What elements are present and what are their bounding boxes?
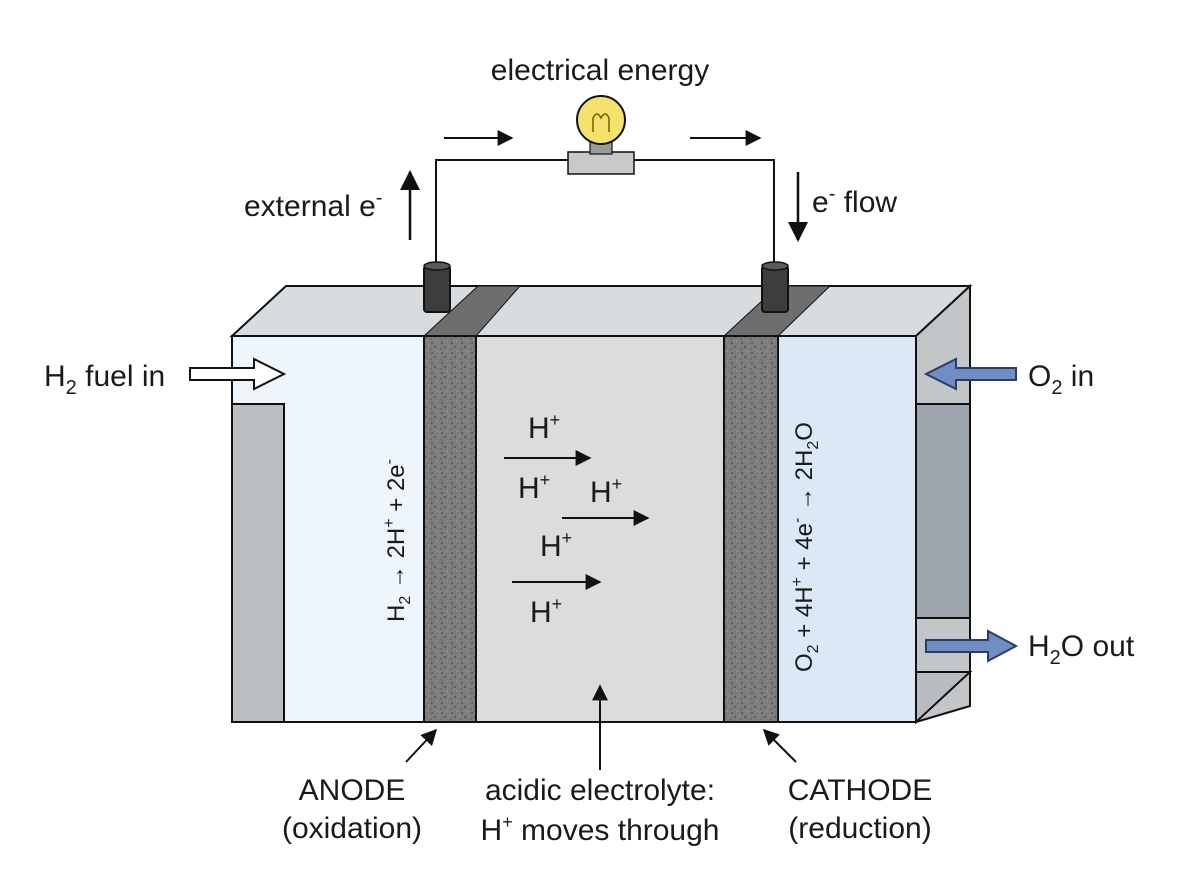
cathode-reaction: O2 + 4H+ + 4e- → 2H2O	[789, 422, 822, 672]
h2o-output-arrow	[925, 629, 1019, 663]
proton-label: H+	[530, 594, 562, 629]
external-electron-label: external e-	[244, 187, 382, 223]
o2-input-arrow	[923, 357, 1017, 391]
electrolyte-chamber	[475, 335, 725, 723]
electron-flow-label: e- flow	[812, 183, 897, 219]
cathode-chamber	[777, 335, 917, 723]
o2-in-label: O2 in	[1028, 360, 1094, 399]
proton-label: H+	[528, 410, 560, 445]
cathode-outlet-flap	[915, 671, 973, 725]
h2o-out-label: H2O out	[1028, 630, 1135, 669]
anode-sublabel: (oxidation)	[282, 812, 422, 845]
proton-label: H+	[518, 470, 550, 505]
electrolyte-label: acidic electrolyte:	[485, 774, 715, 807]
anode-reaction: H2 → 2H+ + 2e-	[381, 459, 414, 622]
cathode-pointer-arrow	[762, 728, 797, 763]
electrical-energy-label: electrical energy	[491, 54, 709, 87]
proton-label: H+	[540, 528, 572, 563]
cathode-sublabel: (reduction)	[788, 812, 931, 845]
lightbulb-icon	[567, 95, 635, 175]
terminal-icon	[423, 261, 451, 313]
cathode-electrode	[723, 335, 779, 723]
electrolyte-sublabel: H+ moves through	[481, 812, 720, 847]
anode-pointer-arrow	[405, 728, 438, 763]
h2-input-arrow	[189, 357, 287, 391]
anode-side-panel	[231, 403, 285, 723]
wire-left	[435, 159, 568, 268]
cathode-side-panel	[915, 403, 971, 619]
proton-label: H+	[590, 474, 622, 509]
anode-electrode	[423, 335, 477, 723]
terminal-icon	[761, 261, 789, 313]
h2-fuel-in-label: H2 fuel in	[44, 360, 165, 399]
wire-right	[634, 159, 775, 268]
cathode-label: CATHODE	[788, 774, 932, 807]
anode-label: ANODE	[299, 774, 406, 807]
